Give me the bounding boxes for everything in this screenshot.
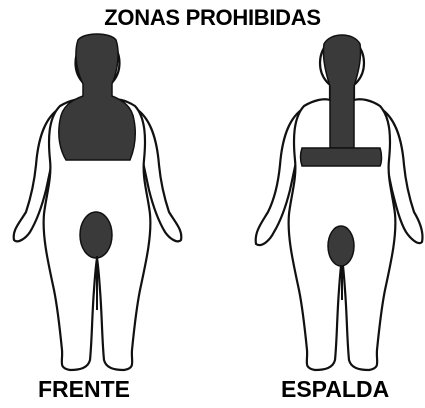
front-genital-zone <box>79 211 113 259</box>
front-label: FRENTE <box>38 376 130 402</box>
back-label: ESPALDA <box>281 376 390 402</box>
back-lower-band-zone <box>299 147 383 167</box>
front-zones <box>58 33 136 259</box>
back-spine-zone <box>322 34 362 149</box>
diagram-title: ZONAS PROHIBIDAS <box>104 5 321 30</box>
back-zones <box>299 34 383 267</box>
back-left-arm <box>254 106 306 247</box>
back-genital-zone <box>327 225 355 267</box>
front-right-arm <box>133 106 183 243</box>
front-chest-abdomen-zone <box>58 33 136 161</box>
